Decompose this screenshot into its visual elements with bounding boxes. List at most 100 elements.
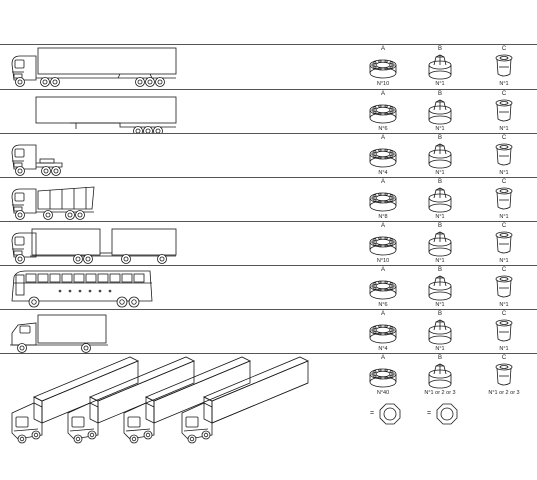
column-letter: A: [380, 179, 385, 185]
column-letter: C: [501, 311, 507, 317]
column-letter: C: [501, 91, 507, 97]
part-quantity: N°8: [378, 214, 388, 220]
sleeve-bushing-icon: [495, 275, 513, 298]
light-box-truck-icon: [10, 314, 108, 353]
vehicle-fleet-of-semi-trucks: [0, 353, 320, 480]
part-column-c: C N°1: [483, 46, 525, 87]
column-letter: B: [437, 179, 442, 185]
part-column-c: C N°1: [483, 91, 525, 132]
vehicle-truck-with-drawbar-trailer: [0, 221, 190, 270]
column-letter: B: [437, 91, 442, 97]
vehicle-tipper-dump-truck: [0, 177, 190, 226]
tractor-unit-icon: [11, 144, 63, 176]
lug-nut-flanged-icon: [369, 104, 397, 124]
part-quantity: N°1: [435, 214, 445, 220]
part-column-a: A N°8: [362, 179, 404, 220]
part-quantity: N°1: [499, 170, 509, 176]
column-letter: A: [380, 223, 385, 229]
row-divider: [0, 309, 537, 310]
part-column-b: B N°1: [419, 267, 461, 308]
column-letter: B: [437, 135, 442, 141]
hex-nut-cap-icon: [428, 187, 452, 213]
fleet-of-semi-trucks-icon: [11, 356, 309, 444]
column-letter: C: [501, 355, 507, 361]
part-column-a: A N°40: [362, 355, 404, 396]
column-letter: A: [380, 135, 385, 141]
lug-nut-flanged-icon: [369, 236, 397, 256]
socket-equivalent: [436, 403, 458, 430]
part-quantity: N°1: [435, 170, 445, 176]
octagon-socket-icon: [379, 403, 401, 425]
part-column-c: C N°1: [483, 311, 525, 352]
hex-nut-cap-icon: [428, 231, 452, 257]
part-column-b: B N°1: [419, 135, 461, 176]
column-letter: C: [501, 135, 507, 141]
part-quantity: N°1 or 2 or 3: [488, 390, 520, 396]
column-letter: C: [501, 223, 507, 229]
hex-nut-cap-icon: [428, 363, 452, 389]
part-column-b: B N°1: [419, 223, 461, 264]
equals-sign: =: [370, 410, 375, 417]
part-quantity: N°6: [378, 302, 388, 308]
row-divider: [0, 133, 537, 134]
part-quantity: N°4: [378, 346, 388, 352]
hex-nut-cap-icon: [428, 54, 452, 80]
vehicle-coach-bus: [0, 265, 190, 314]
sleeve-bushing-icon: [495, 363, 513, 386]
part-quantity: N°40: [376, 390, 390, 396]
row-divider: [0, 265, 537, 266]
part-quantity: N°10: [376, 81, 390, 87]
row-divider: [0, 353, 537, 354]
part-quantity: N°1: [499, 214, 509, 220]
octagon-socket-icon: [436, 403, 458, 425]
part-column-c: C N°1: [483, 135, 525, 176]
row-divider: [0, 89, 537, 90]
part-quantity: N°1: [499, 346, 509, 352]
part-quantity: N°1: [435, 258, 445, 264]
sleeve-bushing-icon: [495, 54, 513, 77]
vehicle-light-box-truck: [0, 309, 190, 358]
part-quantity: N°1: [499, 258, 509, 264]
part-quantity: N°1: [435, 81, 445, 87]
vehicle-semi-trailer: [0, 89, 190, 138]
tractor-semi-trailer-truck-icon: [11, 47, 177, 87]
column-letter: C: [501, 267, 507, 273]
row-divider: [0, 221, 537, 222]
column-letter: C: [501, 179, 507, 185]
semi-trailer-icon: [35, 96, 177, 136]
vehicle-tractor-semi-trailer-truck: [0, 44, 190, 94]
column-letter: B: [437, 223, 442, 229]
kit-row: A N°8 B N°1 C N°1: [0, 177, 537, 221]
column-letter: B: [437, 267, 442, 273]
sleeve-bushing-icon: [495, 143, 513, 166]
row-divider: [0, 177, 537, 178]
column-letter: B: [437, 46, 442, 52]
sleeve-bushing-icon: [495, 319, 513, 342]
part-quantity: N°1: [499, 81, 509, 87]
column-letter: B: [437, 311, 442, 317]
sleeve-bushing-icon: [495, 99, 513, 122]
lug-nut-flanged-icon: [369, 324, 397, 344]
lug-nut-flanged-icon: [369, 192, 397, 212]
coach-bus-icon: [11, 270, 153, 308]
lug-nut-flanged-icon: [369, 148, 397, 168]
part-quantity: N°1: [499, 126, 509, 132]
column-letter: A: [380, 355, 385, 361]
part-quantity: N°1: [435, 302, 445, 308]
column-letter: B: [437, 355, 442, 361]
part-column-b: B N°1: [419, 179, 461, 220]
part-column-c: C N°1: [483, 179, 525, 220]
column-letter: C: [501, 46, 507, 52]
